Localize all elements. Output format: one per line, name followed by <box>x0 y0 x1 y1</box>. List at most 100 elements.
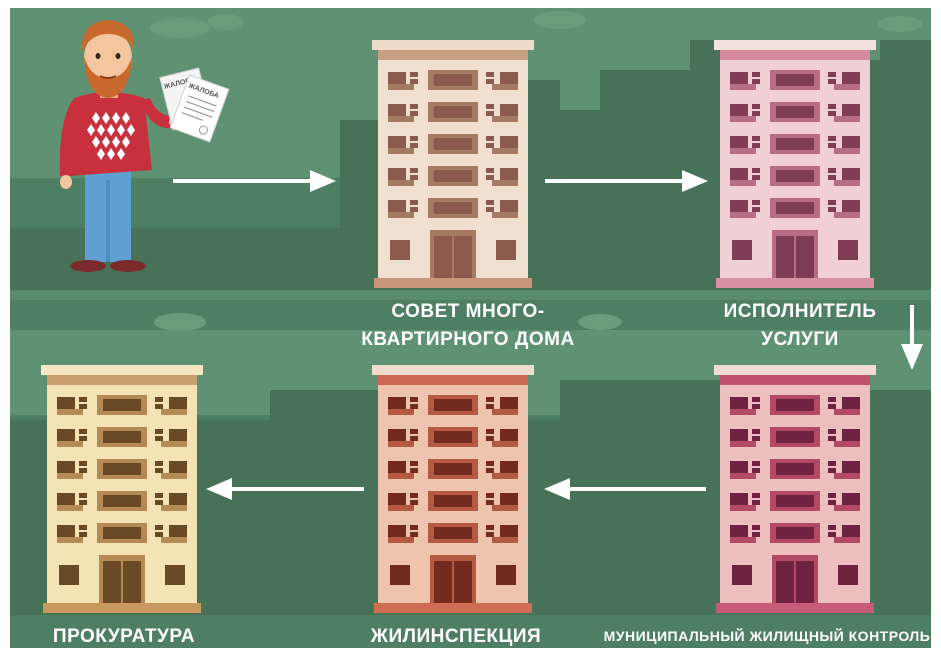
vent <box>155 493 163 498</box>
vent <box>155 525 163 530</box>
balcony <box>161 409 187 415</box>
center-window <box>776 527 814 539</box>
vent <box>155 468 163 473</box>
vent <box>828 200 836 205</box>
vent <box>752 461 760 466</box>
balcony <box>492 212 518 218</box>
window <box>842 397 860 411</box>
vent <box>828 136 836 141</box>
vent <box>486 404 494 409</box>
vent <box>752 168 760 173</box>
center-window <box>776 431 814 443</box>
roof-band <box>47 375 197 385</box>
window <box>730 397 748 411</box>
label-executor-line1: ИСПОЛНИТЕЛЬ <box>723 301 877 322</box>
balcony <box>57 537 83 543</box>
vent <box>752 493 760 498</box>
balcony <box>730 537 756 543</box>
window <box>730 429 748 443</box>
building-base <box>374 603 532 613</box>
vent <box>486 136 494 141</box>
roof-slab <box>372 365 534 375</box>
window <box>730 136 748 150</box>
balcony <box>388 473 414 479</box>
vent <box>828 468 836 473</box>
window <box>500 72 518 86</box>
vent <box>410 207 418 212</box>
window <box>842 525 860 539</box>
vent <box>752 104 760 109</box>
vent <box>828 500 836 505</box>
hair <box>81 20 135 52</box>
balcony <box>834 148 860 154</box>
window <box>842 104 860 118</box>
balcony <box>492 537 518 543</box>
vent <box>486 111 494 116</box>
label-inspection: ЖИЛИНСПЕКЦИЯ <box>346 624 566 650</box>
balcony <box>834 116 860 122</box>
window <box>842 461 860 475</box>
vent <box>410 104 418 109</box>
center-window <box>103 527 141 539</box>
vent <box>486 525 494 530</box>
balcony <box>730 212 756 218</box>
center-window <box>434 74 472 86</box>
beard <box>84 56 132 98</box>
window <box>730 461 748 475</box>
vent <box>79 532 87 537</box>
vent <box>752 200 760 205</box>
balcony <box>161 537 187 543</box>
vent <box>410 143 418 148</box>
vent <box>752 79 760 84</box>
ground-window <box>838 565 858 585</box>
vent <box>486 461 494 466</box>
roof-slab <box>372 40 534 50</box>
vent <box>486 397 494 402</box>
center-window <box>776 202 814 214</box>
center-window <box>434 431 472 443</box>
window <box>57 429 75 443</box>
vent <box>79 404 87 409</box>
sweater-diamonds <box>87 112 135 160</box>
window <box>730 104 748 118</box>
vent <box>828 493 836 498</box>
ground-window <box>838 240 858 260</box>
vent <box>486 168 494 173</box>
vent <box>410 461 418 466</box>
roof-band <box>378 375 528 385</box>
center-window <box>434 170 472 182</box>
vent <box>752 436 760 441</box>
vent <box>155 404 163 409</box>
balcony <box>161 441 187 447</box>
vent <box>752 468 760 473</box>
ground-window <box>59 565 79 585</box>
arrow-executor-to-municipal <box>901 305 923 370</box>
window <box>500 525 518 539</box>
left-arm <box>59 98 84 176</box>
ground-window <box>732 240 752 260</box>
window <box>57 493 75 507</box>
vent <box>486 207 494 212</box>
vent <box>486 72 494 77</box>
vent <box>79 468 87 473</box>
vent <box>155 532 163 537</box>
roof-band <box>720 375 870 385</box>
window <box>500 493 518 507</box>
window <box>57 397 75 411</box>
vent <box>828 429 836 434</box>
vent <box>752 111 760 116</box>
balcony <box>834 409 860 415</box>
balcony <box>730 180 756 186</box>
window <box>388 200 406 214</box>
vent <box>410 397 418 402</box>
building-base <box>716 278 874 288</box>
vent <box>410 136 418 141</box>
building-prosecutor <box>41 365 203 613</box>
ground-window <box>732 565 752 585</box>
vent <box>79 525 87 530</box>
center-window <box>776 106 814 118</box>
label-prosecutor-line1: ПРОКУРАТУРА <box>52 626 196 647</box>
window <box>842 136 860 150</box>
